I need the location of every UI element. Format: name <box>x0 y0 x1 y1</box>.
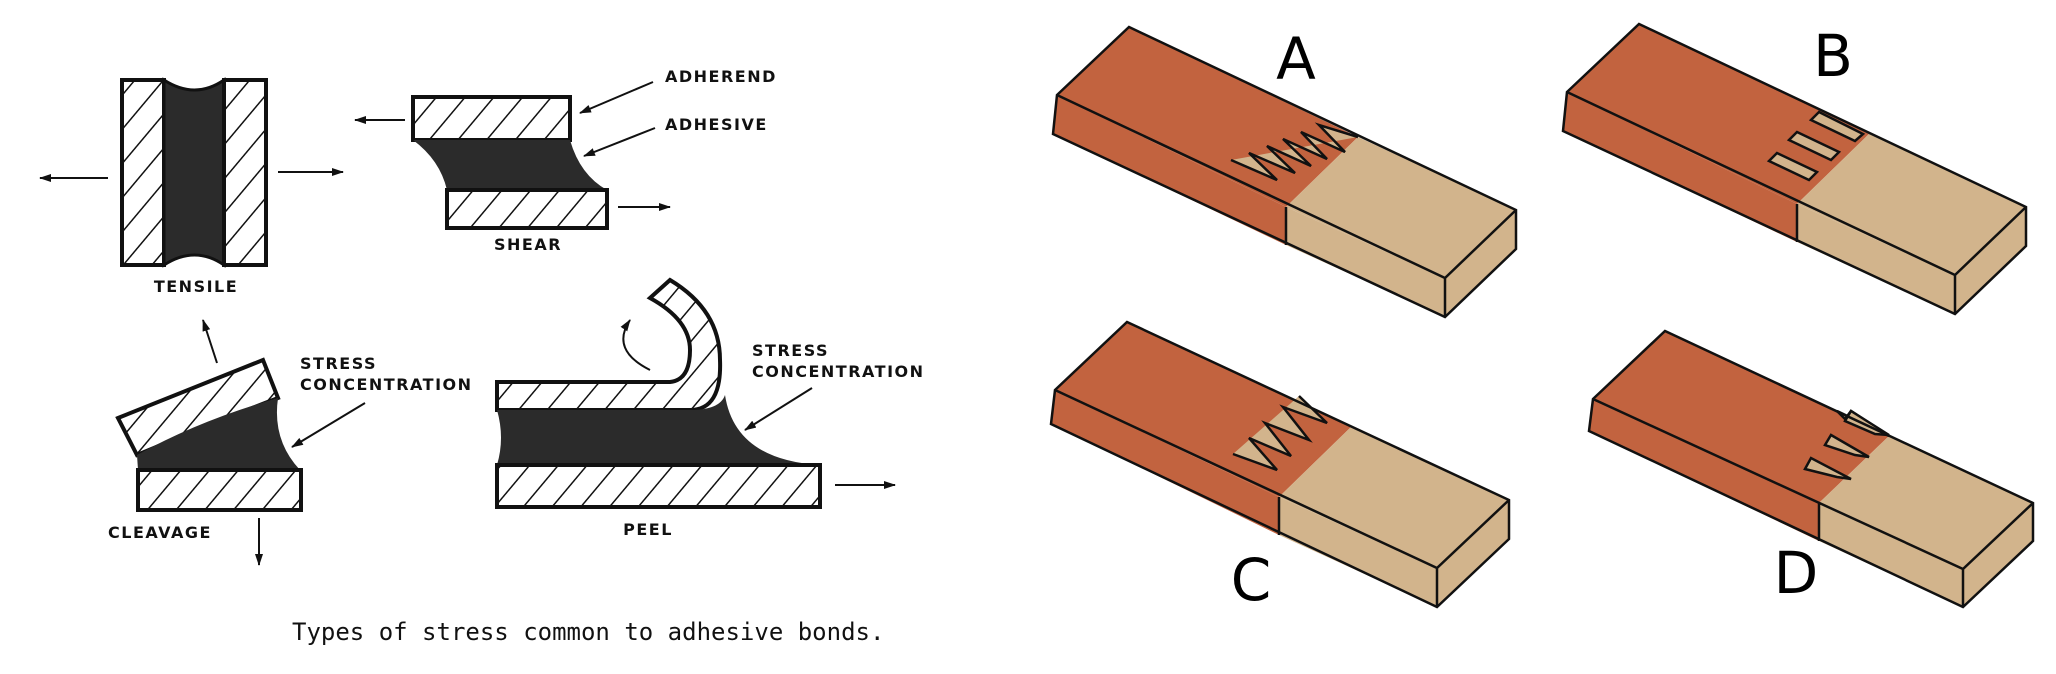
adhesive-pointer <box>583 127 656 157</box>
joint-a-teeth <box>1230 122 1359 182</box>
peel-diagram: STRESS CONCENTRATION PEEL <box>495 277 925 539</box>
joint-c-dark-side <box>1051 390 1279 535</box>
joint-d-dark-side <box>1589 399 1819 541</box>
adherend-pointer <box>579 81 654 114</box>
peel-stress-pointer <box>744 387 813 431</box>
cleavage-label: CLEAVAGE <box>108 523 212 542</box>
joint-c: C <box>1049 320 1511 614</box>
joint-b-dark-top <box>1567 24 1869 204</box>
joint-a: A <box>1051 25 1518 319</box>
tensile-label: TENSILE <box>154 277 238 296</box>
cleavage-diagram: STRESS CONCENTRATION CLEAVAGE <box>108 319 473 566</box>
joint-c-light-end <box>1437 500 1509 607</box>
peel-adherend-top <box>495 277 723 412</box>
cleavage-stress-pointer <box>291 402 366 448</box>
joint-d-light-top <box>1819 436 2033 569</box>
joint-a-light-top <box>1286 137 1516 278</box>
adherend-label: ADHEREND <box>665 67 777 86</box>
peel-adhesive <box>497 395 820 465</box>
peel-stress-label-2: CONCENTRATION <box>752 362 925 381</box>
joint-c-teeth <box>1232 395 1328 472</box>
joint-c-outline <box>1049 320 1511 609</box>
joint-b-light-end <box>1955 207 2026 314</box>
peel-label: PEEL <box>623 520 673 539</box>
joint-c-light-side <box>1279 497 1437 607</box>
joint-b: B <box>1561 22 2028 316</box>
shear-adherend-top <box>411 95 572 142</box>
joint-a-light-side <box>1286 207 1445 317</box>
joint-b-light-side <box>1797 204 1955 314</box>
joint-d-light-side <box>1819 503 1963 607</box>
shear-label: SHEAR <box>494 235 562 254</box>
joint-a-outline <box>1051 25 1518 319</box>
adhesive-label: ADHESIVE <box>665 115 768 134</box>
joint-c-dark-top <box>1055 322 1351 497</box>
shear-adhesive <box>413 140 607 190</box>
tensile-adherend-right <box>222 78 268 267</box>
joint-a-light-end <box>1445 210 1516 317</box>
figure-caption: Types of stress common to adhesive bonds… <box>292 618 884 646</box>
cleavage-stress-label-1: STRESS <box>300 354 377 373</box>
peel-curl-arrow <box>620 319 651 371</box>
joint-b-outline <box>1561 22 2028 316</box>
stress-types-figure: TENSILE ADHEREND ADHESIVE SHEAR STRESS C… <box>39 67 925 646</box>
joint-b-dark-side <box>1563 92 1797 242</box>
joint-d-outline <box>1587 329 2035 609</box>
cleavage-adhesive <box>137 398 300 470</box>
tensile-diagram: TENSILE <box>39 77 344 296</box>
cleavage-adherend-bottom <box>136 468 303 512</box>
joint-d-letter: D <box>1774 539 1819 607</box>
cleavage-arrow-up <box>202 319 218 364</box>
joint-a-dark-side <box>1053 95 1286 245</box>
peel-adherend-bottom <box>495 463 822 509</box>
joint-a-letter: A <box>1276 25 1316 93</box>
cleavage-stress-label-2: CONCENTRATION <box>300 375 473 394</box>
joint-d-light-end <box>1963 503 2033 607</box>
shear-adherend-bottom <box>445 188 609 230</box>
joint-types-figure: A B C <box>1049 22 2035 614</box>
tensile-adherend-left <box>120 78 166 267</box>
joint-c-light-top <box>1279 427 1509 568</box>
tensile-adhesive <box>162 77 226 268</box>
peel-stress-label-1: STRESS <box>752 341 829 360</box>
joint-b-fingers <box>1766 110 1866 182</box>
joint-d: D <box>1587 329 2035 609</box>
shear-diagram: ADHEREND ADHESIVE SHEAR <box>354 67 777 254</box>
joint-b-light-top <box>1797 134 2026 275</box>
joint-b-letter: B <box>1813 22 1853 90</box>
joint-c-letter: C <box>1231 546 1272 614</box>
